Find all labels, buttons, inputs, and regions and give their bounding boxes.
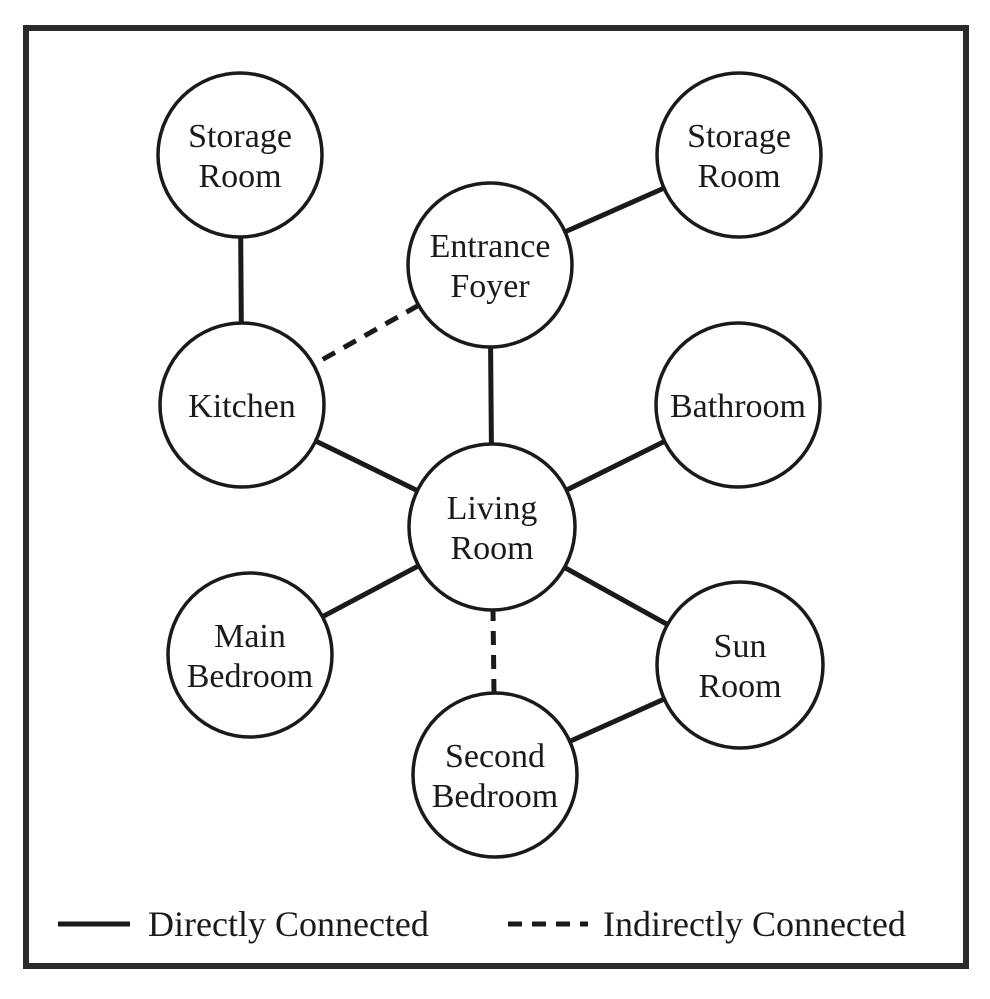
connection-storage-room-left-kitchen <box>238 236 244 324</box>
connection-second-bedroom-sun-room <box>568 696 666 744</box>
room-label: Room <box>198 158 281 195</box>
connection-main-bedroom-living-room <box>321 563 420 619</box>
room-label: Kitchen <box>188 388 296 425</box>
legend-direct-label: Directly Connected <box>148 904 429 944</box>
room-circle <box>411 691 579 859</box>
connection-sun-room-living-room <box>563 565 669 627</box>
room-label: Room <box>698 668 781 705</box>
rooms-layer: StorageRoomStorageRoomEntranceFoyerKitch… <box>156 71 825 859</box>
room-label: Bathroom <box>670 388 806 425</box>
connection-second-bedroom-living-room <box>490 609 497 694</box>
room-circle <box>156 71 324 239</box>
connection-bathroom-living-room <box>565 439 666 493</box>
room-label: Room <box>450 530 533 567</box>
room-node-bathroom: Bathroom <box>654 321 822 489</box>
room-circle <box>166 571 334 739</box>
room-label: Main <box>214 618 286 655</box>
room-label: Room <box>697 158 780 195</box>
room-circle <box>655 580 825 750</box>
room-label: Sun <box>714 628 767 665</box>
connections-layer <box>238 185 669 744</box>
connection-entrance-foyer-living-room <box>488 346 494 445</box>
legend: Directly Connected Indirectly Connected <box>58 904 906 944</box>
room-circle <box>654 321 822 489</box>
room-circle <box>655 71 823 239</box>
room-label: Entrance <box>430 228 551 265</box>
connection-kitchen-living-room <box>314 438 419 493</box>
room-circle <box>158 321 326 489</box>
legend-indirect-label: Indirectly Connected <box>603 904 906 944</box>
room-circle <box>406 181 574 349</box>
room-circle <box>407 442 577 612</box>
room-label: Living <box>447 490 538 527</box>
room-label: Second <box>445 738 545 775</box>
connection-storage-room-right-entrance-foyer <box>563 185 666 235</box>
connection-entrance-foyer-kitchen <box>312 303 420 367</box>
room-label: Bedroom <box>432 778 559 815</box>
room-label: Foyer <box>450 268 530 305</box>
room-label: Storage <box>687 118 791 155</box>
room-label: Storage <box>188 118 292 155</box>
room-label: Bedroom <box>187 658 314 695</box>
room-node-kitchen: Kitchen <box>158 321 326 489</box>
